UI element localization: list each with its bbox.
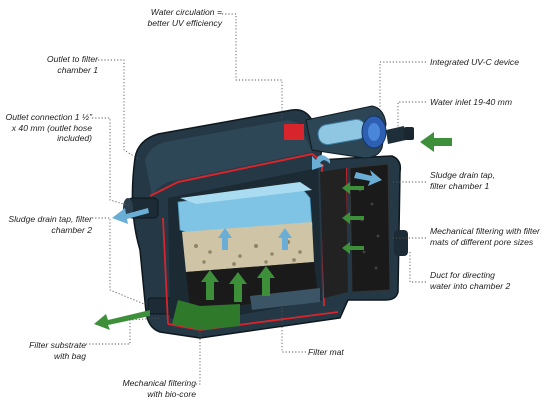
label-line: Outlet to filter xyxy=(46,54,98,64)
label-line: mats of different pore sizes xyxy=(430,236,534,247)
outlet-green-arrow-icon xyxy=(94,310,150,330)
label-mechanical-filter-mats: Mechanical filtering with filter mats of… xyxy=(430,226,548,247)
flow-up-arrow-icon-3 xyxy=(257,266,275,296)
leader-lines xyxy=(86,13,426,385)
label-line: Water inlet 19-40 mm xyxy=(430,97,512,107)
label-sludge-drain-tap-2: Sludge drain tap, filter chamber 2 xyxy=(2,214,92,235)
label-line: chamber 1 xyxy=(57,64,98,75)
label-outlet-filter-chamber: Outlet to filter chamber 1 xyxy=(14,54,98,75)
label-line: with bag xyxy=(53,350,86,361)
label-line: filter chamber 1 xyxy=(430,180,490,191)
label-line: Mechanical filtering xyxy=(122,378,196,388)
flow-up-arrow-icon-2 xyxy=(229,272,247,302)
label-duct-chamber-2: Duct for directing water into chamber 2 xyxy=(430,270,548,291)
flow-left-arrow-icon-2 xyxy=(342,212,364,224)
filter-mat-sheet xyxy=(250,288,320,310)
chamber-1-interior xyxy=(320,163,391,298)
label-line: Mechanical filtering with filter xyxy=(430,226,540,236)
flow-up-arrow-icon-1 xyxy=(201,270,219,300)
uvc-device xyxy=(305,105,414,159)
label-line: Outlet connection 1 ½” xyxy=(5,112,92,122)
inlet-green-arrow-icon xyxy=(420,132,452,152)
green-bio-core xyxy=(172,300,240,330)
label-filter-substrate: Filter substrate with bag xyxy=(10,340,86,361)
outlet-blue-arrow-icon xyxy=(112,208,149,224)
label-line: included) xyxy=(57,133,92,143)
label-line: Sludge drain tap, xyxy=(430,170,495,180)
label-sludge-drain-tap-1: Sludge drain tap, filter chamber 1 xyxy=(430,170,548,191)
label-line: Filter mat xyxy=(308,347,344,357)
flow-arrows xyxy=(94,132,452,330)
filter-mat-stack xyxy=(349,163,391,293)
label-filter-mat: Filter mat xyxy=(308,347,378,358)
label-line: chamber 2 xyxy=(51,224,92,235)
label-line: x 40 mm (outlet hose xyxy=(11,122,92,133)
label-mechanical-biocore: Mechanical filtering with bio-core xyxy=(110,378,196,399)
label-line: water into chamber 2 xyxy=(430,280,511,291)
flow-left-arrow-icon-1 xyxy=(342,182,364,194)
label-line: Water circulation = xyxy=(150,7,222,17)
flow-circulation-arrow-icon xyxy=(312,155,330,170)
label-line: Sludge drain tap, filter xyxy=(8,214,92,224)
label-line: with bio-core xyxy=(147,388,196,399)
flow-left-arrow-icon-3 xyxy=(342,242,364,254)
label-line: Integrated UV-C device xyxy=(430,57,520,67)
label-line: Filter substrate xyxy=(29,340,86,350)
label-water-circulation: Water circulation = better UV efficiency xyxy=(110,7,222,28)
flow-up-arrow-icon-5 xyxy=(278,228,292,250)
label-integrated-uvc: Integrated UV-C device xyxy=(430,57,548,68)
label-line: better UV efficiency xyxy=(147,17,222,28)
label-line: Duct for directing xyxy=(430,270,495,280)
flow-up-arrow-icon-4 xyxy=(218,228,232,250)
label-water-inlet: Water inlet 19-40 mm xyxy=(430,97,548,108)
label-outlet-connection: Outlet connection 1 ½” x 40 mm (outlet h… xyxy=(2,112,92,144)
